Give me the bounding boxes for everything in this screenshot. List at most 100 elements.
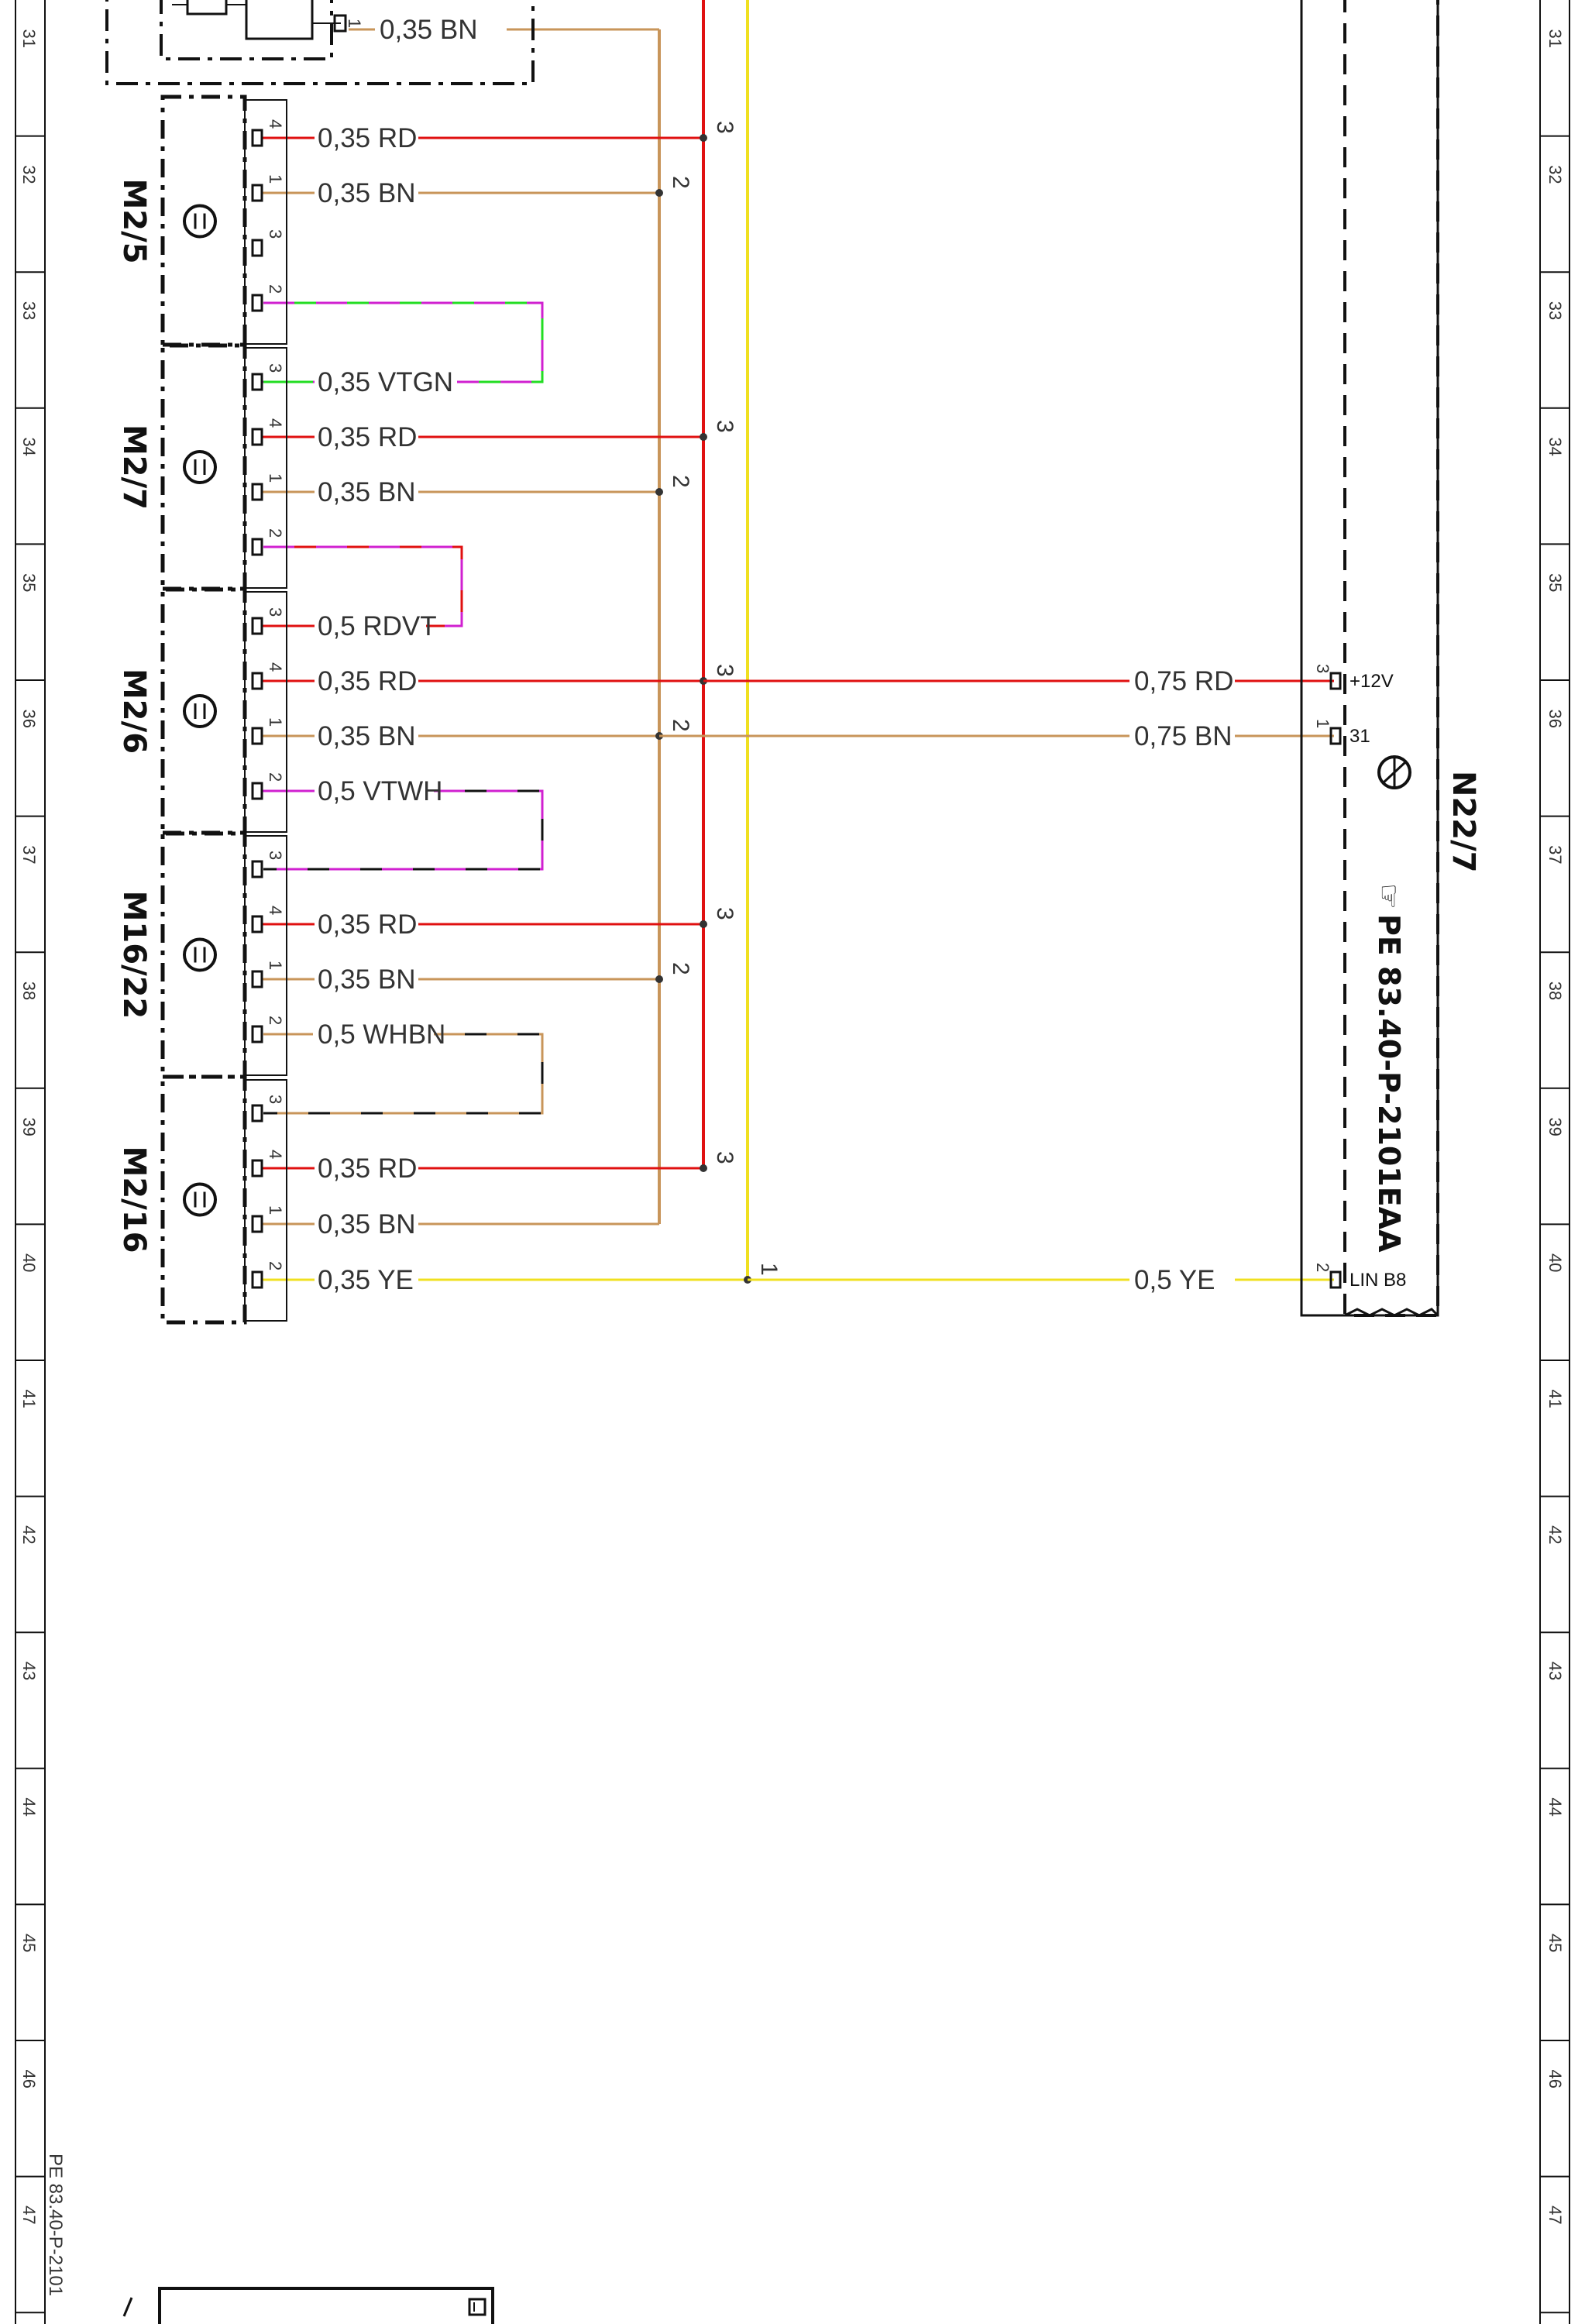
pin-number: 1 <box>266 174 285 184</box>
pin-terminal <box>251 672 263 690</box>
pin-number: 1 <box>266 717 285 727</box>
grid-right-label-42: 42 <box>1545 1525 1565 1544</box>
branch-label: 3 <box>712 1151 737 1164</box>
ecu-name: N22/7 <box>1446 771 1481 873</box>
grid-left-label-41: 41 <box>19 1390 39 1408</box>
wire-vtgn-loop-stripe <box>263 301 544 383</box>
grid-right-label-46: 46 <box>1545 2070 1565 2089</box>
components: 1 M2/5 4 0,35 RD 1 0,35 BN 3 2 M2/7 3 0,35 VTGN 4 0,… <box>105 0 535 1325</box>
pin-terminal <box>251 617 263 635</box>
component-name: M2/16 <box>116 1147 152 1253</box>
pin-terminal <box>251 1104 263 1122</box>
pin-terminal <box>251 970 263 988</box>
grid-left-label-46: 46 <box>19 2070 39 2089</box>
connector-strip <box>244 1079 287 1322</box>
pin-number: 2 <box>266 772 285 782</box>
ecu-pin-name: 31 <box>1349 726 1370 747</box>
component-name: M16/22 <box>116 891 152 1019</box>
grid-right-label-32: 32 <box>1545 165 1565 184</box>
wire-label: 0,35 RD <box>318 123 417 153</box>
grid-right-label-31: 31 <box>1545 29 1565 48</box>
pin-terminal <box>251 538 263 556</box>
pin-terminal <box>251 860 263 878</box>
motor-icon <box>183 694 217 728</box>
module-icon <box>245 0 314 40</box>
ecu-pin-name: +12V <box>1349 671 1394 692</box>
wire-rdvt-loop-stripe <box>263 545 463 627</box>
ecu-reference: PE 83.40-P-2101EAA <box>1372 914 1406 1253</box>
grid-right-label-33: 33 <box>1545 301 1565 320</box>
pin-number: 4 <box>266 662 285 672</box>
wire-label: 0,35 VTGN <box>318 367 453 397</box>
connector-top <box>333 14 347 33</box>
component-name: M2/7 <box>116 425 152 510</box>
branch-label: 2 <box>668 962 693 975</box>
pin-number: 3 <box>266 607 285 617</box>
pin-terminal <box>251 239 263 257</box>
ecu-pin-name: LIN B8 <box>1349 1270 1406 1291</box>
wire-label: 0,35 RD <box>318 1153 417 1184</box>
pin-terminal <box>251 727 263 745</box>
wire-label-top: 0,35 BN <box>380 15 477 45</box>
wire-vtwh-loop-stripe <box>263 789 544 871</box>
pin-number: 3 <box>266 229 285 239</box>
wire-label: 0,35 BN <box>318 721 415 751</box>
footer-box <box>158 2287 494 2324</box>
grid-right-label-39: 39 <box>1545 1117 1565 1136</box>
grid-left-label-36: 36 <box>19 710 39 728</box>
pin-number: 2 <box>266 1261 285 1270</box>
grid-right-label-45: 45 <box>1545 1934 1565 1952</box>
wire-label: 0,35 YE <box>318 1265 414 1295</box>
grid-left-label-40: 40 <box>19 1253 39 1272</box>
grid-right-label-35: 35 <box>1545 573 1565 592</box>
wire-label: 0,35 BN <box>318 178 415 208</box>
footer-reference: PE 83.40-P-2101 <box>45 2154 66 2296</box>
grid-left-label-32: 32 <box>19 165 39 184</box>
splice-dot <box>700 920 707 928</box>
pin-number: 4 <box>266 418 285 428</box>
ecu-wire-label: 0,75 BN <box>1134 721 1232 751</box>
pointing-hand-icon: ☞ <box>1372 883 1406 909</box>
branch-label: 2 <box>668 176 693 189</box>
grid-left-label-44: 44 <box>19 1797 39 1816</box>
pin-number: 2 <box>266 1016 285 1025</box>
pin-terminal <box>251 915 263 933</box>
pin-terminal <box>251 1025 263 1043</box>
wire-label: 0,5 RDVT <box>318 611 437 641</box>
pin-terminal <box>251 782 263 800</box>
motor-icon <box>183 450 217 484</box>
ecu-terminal <box>1329 1270 1342 1289</box>
pin-number: 1 <box>266 1205 285 1215</box>
grid-right-label-41: 41 <box>1545 1390 1565 1408</box>
branch-label: 2 <box>668 475 693 488</box>
ecu-wire-label: 0,75 RD <box>1134 666 1233 696</box>
grid-right-label-34: 34 <box>1545 437 1565 456</box>
wire-label: 0,5 VTWH <box>318 776 442 806</box>
grid-left-label-37: 37 <box>19 845 39 864</box>
grid-right-label-47: 47 <box>1545 2205 1565 2224</box>
pin-number: 2 <box>266 528 285 538</box>
ecu-pin-number: 1 <box>1313 719 1332 728</box>
wire-label: 0,35 RD <box>318 422 417 452</box>
pin-number: 4 <box>266 119 285 129</box>
footer-box-icon <box>468 2298 487 2316</box>
ecu-terminal <box>1329 672 1342 690</box>
grid-left-label-42: 42 <box>19 1525 39 1544</box>
grid-left-label-45: 45 <box>19 1934 39 1952</box>
connector-strip <box>244 835 287 1076</box>
grid-left-label-35: 35 <box>19 573 39 592</box>
splice-dot <box>655 189 663 197</box>
grid-left-label-39: 39 <box>19 1117 39 1136</box>
ecu-outer <box>1300 0 1439 1317</box>
pin-terminal <box>251 428 263 446</box>
pin-terminal <box>251 1270 263 1289</box>
motor-icon <box>183 1182 217 1217</box>
grid-right-label-37: 37 <box>1545 845 1565 864</box>
component-name: M2/5 <box>116 178 152 263</box>
pin-number: 1 <box>266 961 285 970</box>
